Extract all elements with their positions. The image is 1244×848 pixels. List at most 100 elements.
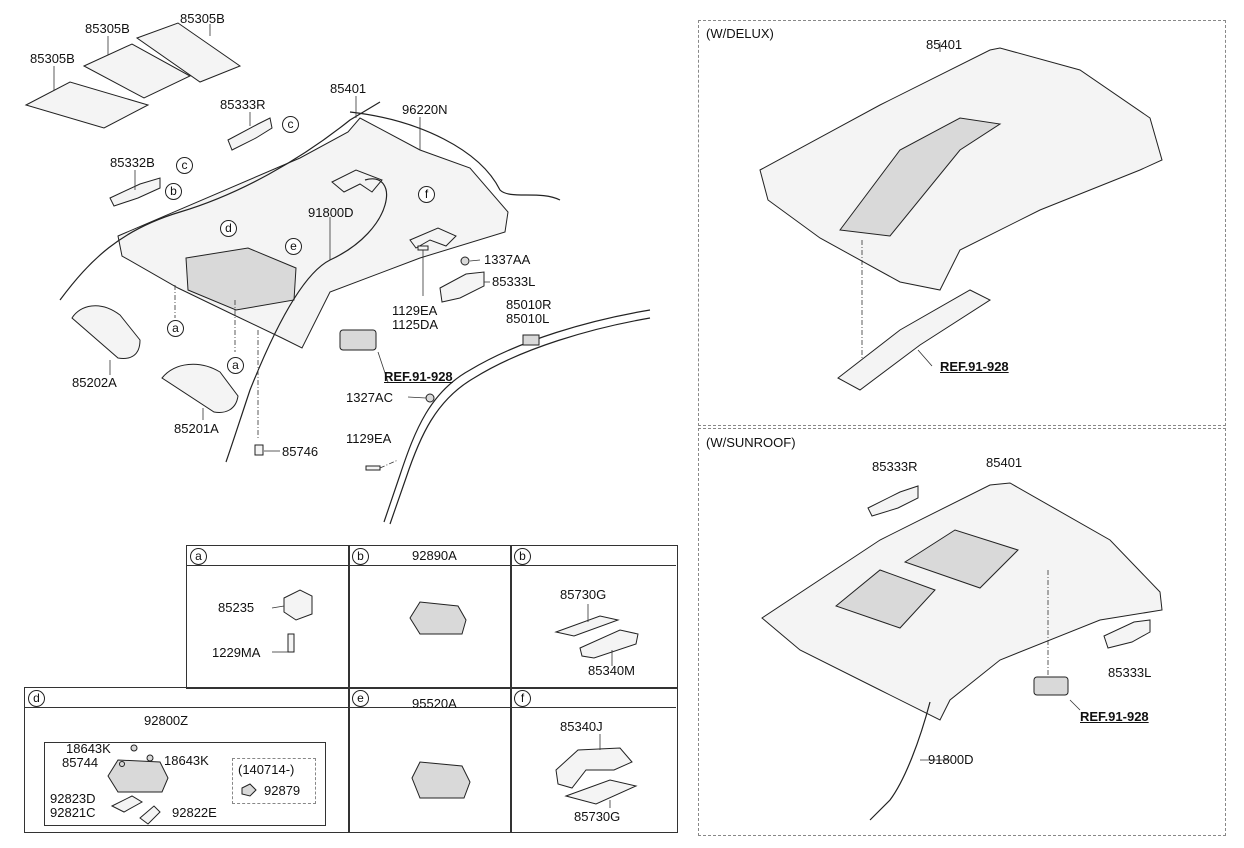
bracket-85333r (227, 117, 273, 151)
wire-91800d (225, 178, 388, 463)
label-18643k-2: 18643K (164, 753, 209, 768)
label-85305b-1: 85305B (180, 11, 225, 26)
label-date: (140714-) (238, 762, 295, 777)
table-key-f: f (514, 690, 531, 707)
label-85744: 85744 (62, 755, 99, 770)
bolt-1129ea-2 (365, 465, 381, 471)
label-92821c: 92821C (50, 805, 96, 820)
label-85333l: 85333L (492, 274, 536, 289)
clip-85746 (254, 444, 264, 456)
label-85401: 85401 (330, 81, 367, 96)
pad-85305b-2 (82, 43, 192, 99)
bracket-85333l (439, 271, 485, 303)
callout-d-1: d (220, 220, 237, 237)
delux-center-channel (839, 117, 1002, 237)
label-85010l: 85010L (506, 311, 550, 326)
label-85340m: 85340M (588, 663, 635, 678)
sunroof-front-glass (834, 569, 936, 629)
sunroof-rear-glass (903, 529, 1019, 589)
bulb-18643k-1 (130, 744, 138, 752)
table-key-b1: b (352, 548, 369, 565)
lamp-92890a (409, 601, 467, 635)
sunroof-title: (W/SUNROOF) (706, 435, 796, 450)
table-key-e: e (352, 690, 369, 707)
label-92800z: 92800Z (144, 713, 189, 728)
label-85730g-f: 85730G (574, 809, 621, 824)
sunroof-wire-91800d (869, 701, 931, 821)
label-85305b-3: 85305B (30, 51, 75, 66)
console-opening (185, 247, 297, 311)
label-18643k-1: 18643K (66, 741, 111, 756)
delux-title: (W/DELUX) (706, 26, 774, 41)
label-91800d: 91800D (308, 205, 354, 220)
table-cell-b2 (510, 545, 678, 689)
label-85010r: 85010R (506, 297, 552, 312)
callout-e-1: e (285, 238, 302, 255)
label-85332b: 85332B (110, 155, 155, 170)
pad-85730g-f (564, 779, 638, 805)
table-cell-b1 (348, 545, 512, 689)
callout-c-1: c (282, 116, 299, 133)
curtain-airbag (383, 309, 651, 523)
grab-handle-front (331, 169, 383, 193)
label-85340j: 85340J (560, 719, 603, 734)
callout-a-2: a (227, 357, 244, 374)
clip-92879 (241, 783, 257, 797)
table-cell-e (348, 687, 512, 833)
wire-harness-main (59, 101, 381, 301)
sunroof-label-ref: REF.91-928 (1080, 709, 1149, 724)
handle-85340m (579, 629, 639, 659)
sun-visor-85201a (161, 363, 239, 413)
label-1125da: 1125DA (392, 317, 439, 332)
wire-96220n (349, 111, 561, 201)
table-cell-d (24, 687, 350, 833)
label-ref-main: REF.91-928 (384, 369, 453, 384)
clip-1327ac (425, 393, 435, 403)
label-85333r: 85333R (220, 97, 266, 112)
callout-f-1: f (418, 186, 435, 203)
callout-c-2: c (176, 157, 193, 174)
label-92823d: 92823D (50, 791, 96, 806)
handle-85340j (555, 747, 633, 789)
bulb-85744 (119, 761, 125, 767)
table-cell-f (510, 687, 678, 833)
grab-handle-right (409, 227, 457, 249)
table-key-d: d (28, 690, 45, 707)
bolt-1129ea (417, 245, 429, 251)
label-1229ma: 1229MA (212, 645, 261, 660)
room-lamp-92800z (107, 759, 169, 793)
table-cell-a (186, 545, 350, 689)
delux-label-85401: 85401 (926, 37, 963, 52)
bulb-18643k-2 (146, 754, 154, 762)
label-85746: 85746 (282, 444, 319, 459)
delux-frame (698, 20, 1226, 426)
label-85201a: 85201A (174, 421, 219, 436)
label-85730g: 85730G (560, 587, 607, 602)
screw-1229ma (287, 633, 295, 653)
pad-85730g (554, 615, 620, 637)
sunroof-label-85333r: 85333R (872, 459, 918, 474)
sunroof-label-91800d: 91800D (928, 752, 974, 767)
delux-console (837, 289, 992, 391)
bracket-85332b (109, 177, 161, 207)
sunroof-label-85333l: 85333L (1108, 665, 1152, 680)
pad-85305b-3 (135, 22, 242, 83)
bracket-85333r-sunroof (867, 485, 919, 517)
sensor-95520a (411, 761, 471, 799)
headliner-sunroof (761, 482, 1163, 721)
label-96220n: 96220N (402, 102, 448, 117)
table-header-row-top (186, 545, 676, 566)
pad-85305b-1 (24, 81, 150, 129)
sunroof-frame (698, 428, 1226, 836)
clip-1337aa (460, 256, 470, 266)
label-85235: 85235 (218, 600, 255, 615)
table-key-b2: b (514, 548, 531, 565)
label-1327ac: 1327AC (346, 390, 393, 405)
sun-visor-85202a (71, 305, 141, 359)
label-92879: 92879 (264, 783, 301, 798)
label-85202a: 85202A (72, 375, 117, 390)
label-92822e: 92822E (172, 805, 217, 820)
label-85305b-2: 85305B (85, 21, 130, 36)
